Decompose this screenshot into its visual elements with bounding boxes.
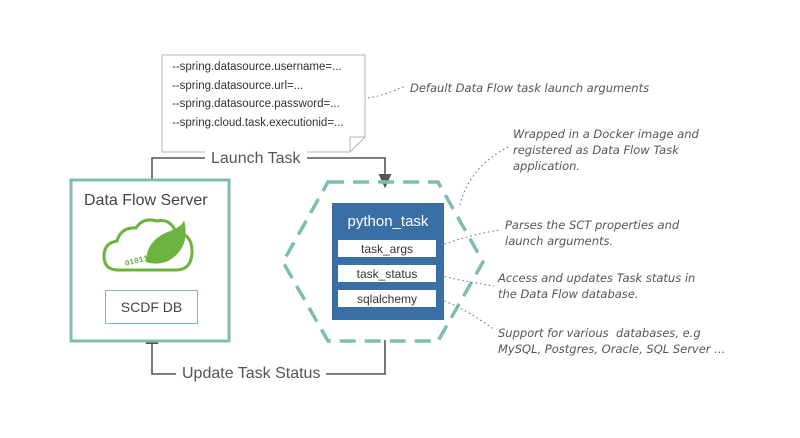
leader-task-args	[435, 229, 501, 248]
note-default-args: Default Data Flow task launch arguments	[410, 81, 650, 95]
scdf-db-box: SCDF DB	[105, 290, 198, 324]
note-sqlalchemy: Support for various databases, e.g MySQL…	[498, 326, 726, 356]
task-item-task-args: task_args	[338, 240, 436, 257]
python-task-title: python_task	[347, 213, 429, 230]
task-item-sqlalchemy: sqlalchemy	[338, 290, 436, 307]
leader-task-status	[435, 273, 495, 287]
launch-arg-url: --spring.datasource.url=...	[172, 79, 304, 92]
leader-docker-image	[459, 145, 511, 206]
spring-cloud-logo-icon	[102, 218, 194, 272]
launch-task-label: Launch Task	[205, 150, 307, 168]
launch-args-list: --spring.datasource.username=... --sprin…	[172, 61, 344, 135]
note-task-args: Parses the SCT properties and launch arg…	[505, 218, 680, 248]
note-task-status: Access and updates Task status in the Da…	[498, 271, 696, 301]
update-task-status-label: Update Task Status	[176, 365, 327, 383]
document-fold	[349, 136, 365, 152]
data-flow-server-title: Data Flow Server	[84, 192, 208, 209]
launch-arg-executionid: --spring.cloud.task.executionid=...	[172, 116, 344, 129]
leader-default-args	[367, 85, 407, 99]
leader-sqlalchemy	[435, 297, 496, 331]
docker-hexagon-frame	[280, 180, 486, 343]
launch-arg-password: --spring.datasource.password=...	[172, 98, 340, 110]
note-docker-image: Wrapped in a Docker image and registered…	[513, 127, 699, 173]
task-item-task-status: task_status	[338, 265, 436, 282]
launch-args-document	[161, 54, 366, 153]
launch-arg-username: --spring.datasource.username=...	[172, 61, 342, 73]
